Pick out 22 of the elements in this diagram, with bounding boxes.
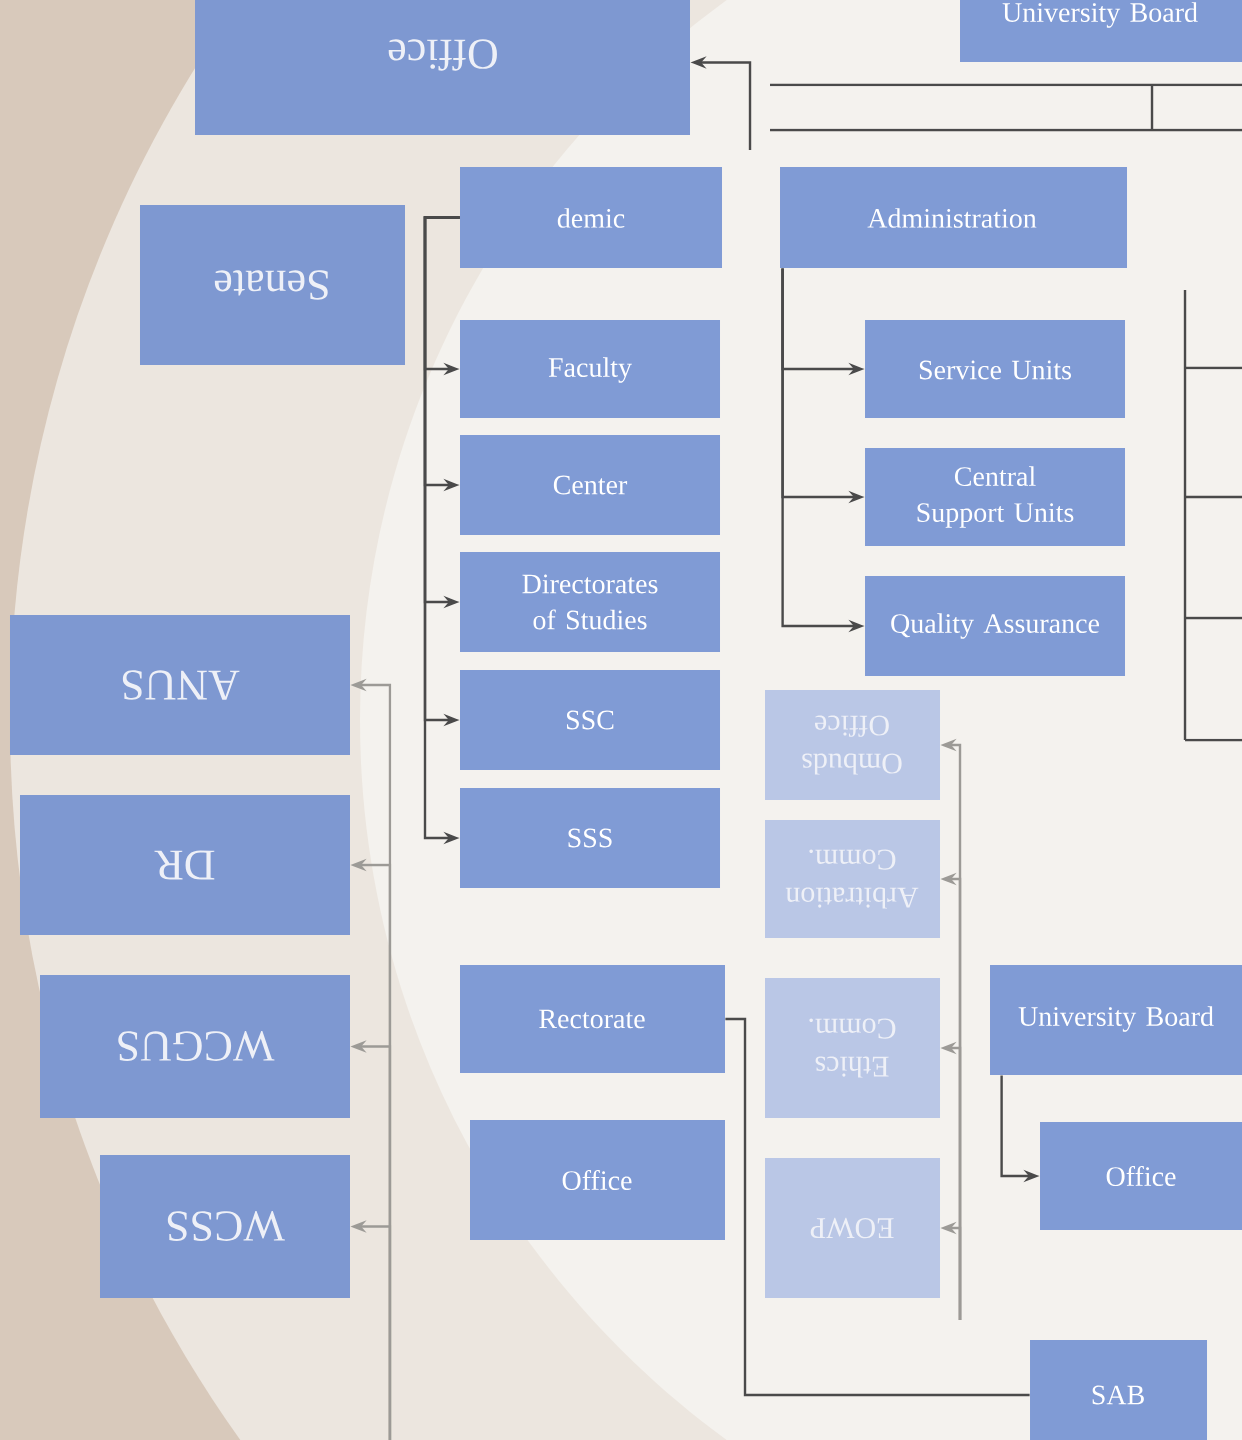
- org-box: SSC: [460, 670, 720, 770]
- mirrored-box: ANUS: [10, 615, 350, 755]
- org-box: Rectorate: [460, 965, 725, 1073]
- org-box: demic: [460, 167, 722, 268]
- org-box: University Board: [960, 0, 1242, 62]
- mirrored-box: Office: [195, 0, 690, 135]
- org-box: SAB: [1030, 1340, 1207, 1440]
- org-box: Service Units: [865, 320, 1125, 418]
- org-box: University Board: [990, 965, 1242, 1075]
- org-box: Office: [470, 1120, 725, 1240]
- org-box: Directorates of Studies: [460, 552, 720, 652]
- mirrored-box: Senate: [140, 205, 405, 365]
- org-box: Administration: [780, 167, 1127, 268]
- mirrored-box: DR: [20, 795, 350, 935]
- org-box: Quality Assurance: [865, 576, 1125, 676]
- org-box: SSS: [460, 788, 720, 888]
- org-box: Office: [1040, 1122, 1242, 1230]
- mirrored-box: WCSS: [100, 1155, 350, 1298]
- org-box: Faculty: [460, 320, 720, 418]
- mirrored-box: WCGUS: [40, 975, 350, 1118]
- org-box: Central Support Units: [865, 448, 1125, 546]
- org-box: Center: [460, 435, 720, 535]
